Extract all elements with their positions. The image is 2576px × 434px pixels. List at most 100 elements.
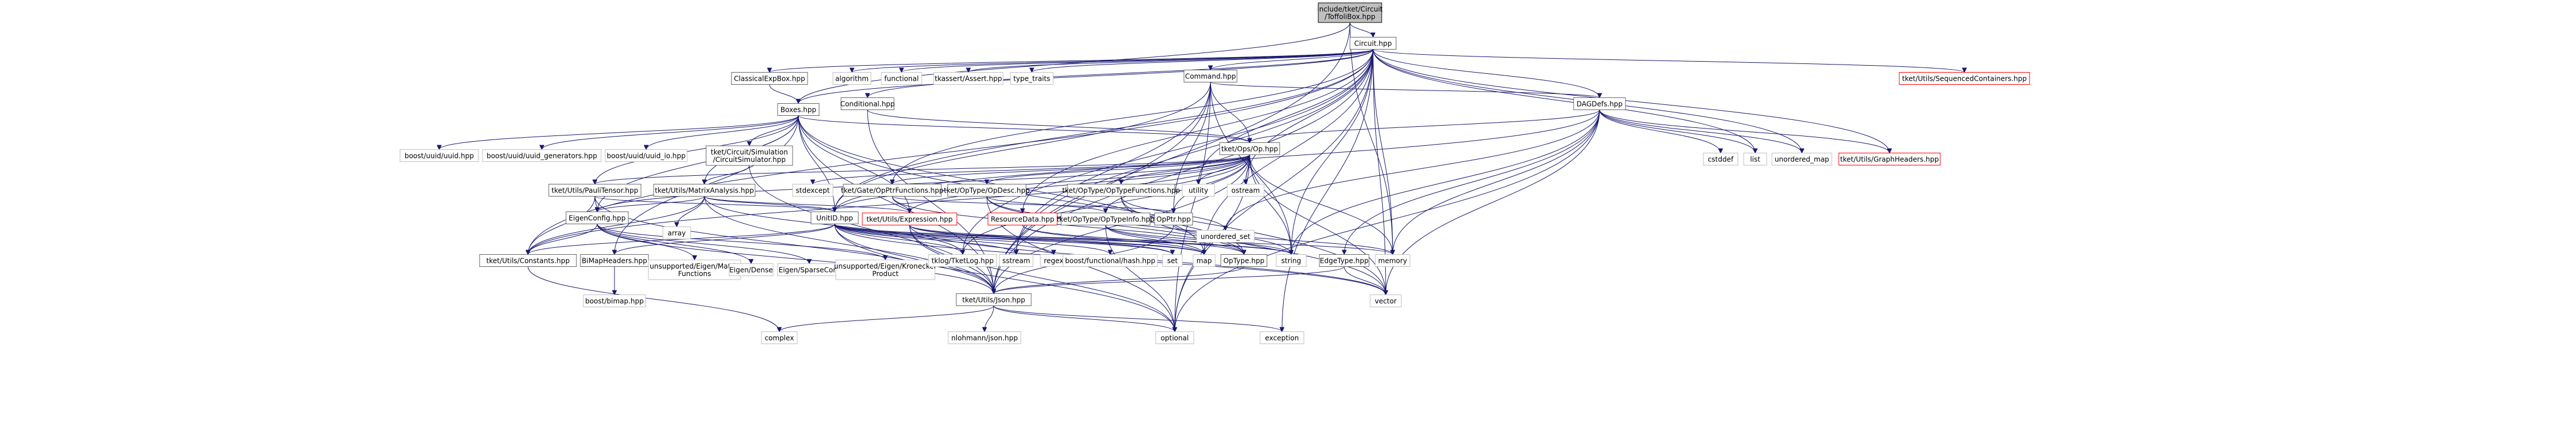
node-paulitensor[interactable]: tket/Utils/PauliTensor.hpp <box>548 184 642 197</box>
edge-boxes-to-uuid <box>439 115 799 150</box>
node-uuid: boost/uuid/uuid.hpp <box>399 149 479 162</box>
node-label: tket/Utils/MatrixAnalysis.hpp <box>655 187 754 195</box>
node-label: boost/uuid/uuid.hpp <box>405 152 474 160</box>
node-conditional[interactable]: Conditional.hpp <box>840 97 895 110</box>
node-opdesc[interactable]: tket/OpType/OpDesc.hpp <box>944 184 1030 197</box>
node-box <box>1375 254 1410 267</box>
node-matrixanalysis[interactable]: tket/Utils/MatrixAnalysis.hpp <box>653 184 756 197</box>
node-constants[interactable]: tket/Utils/Constants.hpp <box>479 254 577 267</box>
node-label: tket/Gate/OpPtrFunctions.hpp <box>841 187 944 195</box>
edge-circuit-to-json <box>994 49 1374 294</box>
edge-circsim-to-json <box>749 165 994 294</box>
node-edgetype[interactable]: EdgeType.hpp <box>1319 254 1370 267</box>
node-label: list <box>1750 156 1760 164</box>
edge-optypeinfo-to-optype <box>1105 225 1244 255</box>
edge-matrixanalysis-to-expression <box>704 196 910 213</box>
node-label: EdgeType.hpp <box>1320 257 1368 265</box>
node-box <box>987 213 1058 225</box>
node-box <box>1370 295 1402 307</box>
node-optypefns[interactable]: tket/OpType/OpTypeFunctions.hpp <box>1062 184 1180 197</box>
edge-opshpp-to-opptrfns <box>892 154 1250 184</box>
node-dagdefs[interactable]: DAGDefs.hpp <box>1573 97 1626 110</box>
node-label: stdexcept <box>796 187 830 195</box>
node-box <box>947 184 1027 197</box>
node-label: ostream <box>1231 187 1259 195</box>
node-box <box>928 254 997 267</box>
edge-circuit-to-dagdefs <box>1372 49 1600 98</box>
node-box <box>1183 70 1238 82</box>
edge-optypeinfo-to-optional <box>1105 225 1175 332</box>
node-memory: memory <box>1375 254 1410 267</box>
edge-unitid-to-json <box>834 224 994 294</box>
edge-root-to-circuit <box>1349 22 1373 37</box>
edge-circuit-to-string <box>1291 49 1374 255</box>
edge-json-to-nlohmann <box>985 305 994 332</box>
node-box <box>1193 254 1216 267</box>
node-bimap[interactable]: BiMapHeaders.hpp <box>580 254 649 267</box>
node-boxes[interactable]: Boxes.hpp <box>777 103 820 116</box>
node-boosthash: boost/functional/hash.hpp <box>1062 254 1158 267</box>
node-label: boost/uuid/uuid_io.hpp <box>607 152 686 160</box>
node-cstddef: cstddef <box>1703 153 1738 165</box>
node-resourcedata[interactable]: ResourceData.hpp <box>987 213 1058 225</box>
node-seqcontainers[interactable]: tket/Utils/SequencedContainers.hpp <box>1899 72 2030 85</box>
node-label: sstream <box>1002 257 1030 265</box>
node-label: DAGDefs.hpp <box>1576 100 1623 108</box>
edge-circuit-to-functional <box>902 49 1374 73</box>
node-opshpp[interactable]: tket/Ops/Op.hpp <box>1219 142 1280 155</box>
edge-circuit-to-classicalexpbox <box>770 49 1374 73</box>
node-label: array <box>667 229 685 237</box>
node-label: UnitID.hpp <box>816 214 853 222</box>
node-label: boost/functional/hash.hpp <box>1065 257 1156 265</box>
edge-eigenconfig-to-eigensparse <box>597 224 809 264</box>
node-graphheaders[interactable]: tket/Utils/GraphHeaders.hpp <box>1838 153 1941 165</box>
node-label: unordered_map <box>1775 156 1830 164</box>
edge-circuit-to-algorithm <box>852 49 1374 73</box>
node-opptrfns[interactable]: tket/Gate/OpPtrFunctions.hpp <box>841 184 944 197</box>
edge-matrixanalysis-to-unitid <box>704 196 835 212</box>
node-box <box>933 72 1004 85</box>
node-json[interactable]: tket/Utils/Json.hpp <box>956 293 1032 306</box>
node-label: vector <box>1375 297 1397 305</box>
edge-dagdefs-to-cstddef <box>1599 110 1721 153</box>
node-box <box>605 149 688 162</box>
edge-dagdefs-to-graphheaders <box>1599 110 1889 153</box>
node-tklog: tklog/TketLog.hpp <box>928 254 997 267</box>
node-circuit[interactable]: Circuit.hpp <box>1349 37 1397 50</box>
node-eigenconfig[interactable]: EigenConfig.hpp <box>565 212 629 224</box>
node-label: tket/OpType/OpDesc.hpp <box>944 187 1029 195</box>
node-box <box>843 184 942 197</box>
edge-matrixanalysis-to-constants <box>528 196 705 255</box>
node-optype[interactable]: OpType.hpp <box>1220 254 1268 267</box>
node-unitid[interactable]: UnitID.hpp <box>810 212 859 224</box>
edge-opshpp-to-string <box>1249 154 1291 255</box>
node-opptr[interactable]: OpPtr.hpp <box>1154 213 1193 225</box>
edge-json-to-exception <box>993 305 1282 332</box>
node-command[interactable]: Command.hpp <box>1183 70 1238 82</box>
edge-circuit-to-boxes <box>798 49 1374 104</box>
node-vector: vector <box>1370 295 1402 307</box>
node-uuidgen: boost/uuid/uuid_generators.hpp <box>482 149 602 162</box>
node-utility: utility <box>1182 184 1215 197</box>
node-uuidio: boost/uuid/uuid_io.hpp <box>605 149 688 162</box>
node-optypeinfo[interactable]: tket/OpType/OpTypeInfo.hpp <box>1057 213 1155 225</box>
edge-unitid-to-bimap <box>614 224 835 255</box>
node-classicalexpbox[interactable]: ClassicalExpBox.hpp <box>731 72 808 85</box>
node-box <box>1899 72 2030 85</box>
node-box <box>1220 254 1268 267</box>
node-label: cstddef <box>1708 156 1734 164</box>
node-box <box>399 149 479 162</box>
edge-circuit-to-vector <box>1372 49 1386 295</box>
node-circsim[interactable]: tket/Circuit/Simulation/CircuitSimulator… <box>706 145 793 166</box>
edge-expression-to-string <box>909 225 1291 255</box>
node-array: array <box>662 227 691 239</box>
node-box <box>1318 2 1382 23</box>
edge-opptr-to-memory <box>1173 225 1393 255</box>
edge-dagdefs-to-vector <box>1386 110 1600 295</box>
edge-paulitensor-to-unitid <box>594 196 835 212</box>
edge-boxes-to-uuidgen <box>542 115 799 150</box>
edge-boxes-to-paulitensor <box>595 115 799 184</box>
node-expression[interactable]: tket/Utils/Expression.hpp <box>862 213 957 225</box>
node-label: tket/Utils/GraphHeaders.hpp <box>1840 156 1938 164</box>
